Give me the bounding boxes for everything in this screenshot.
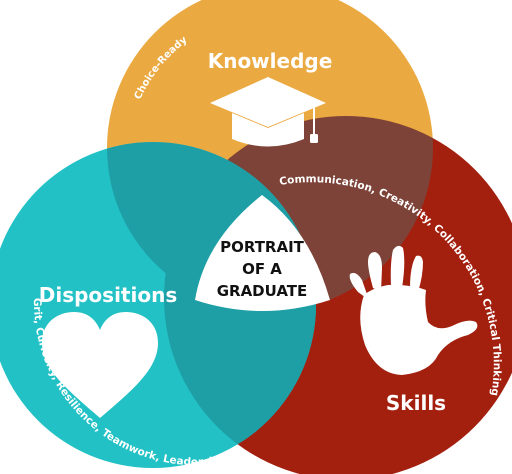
center-line-2: OF A	[242, 260, 282, 278]
skills-title: Skills	[386, 391, 446, 415]
center-line-1: PORTRAIT	[220, 238, 305, 256]
handprint-icon	[349, 245, 478, 375]
center-line-3: GRADUATE	[217, 282, 308, 300]
center-triangle	[195, 195, 330, 311]
knowledge-title: Knowledge	[208, 49, 333, 73]
dispositions-title: Dispositions	[39, 283, 177, 307]
graduation-cap-icon	[210, 77, 326, 147]
heart-icon	[42, 312, 158, 418]
